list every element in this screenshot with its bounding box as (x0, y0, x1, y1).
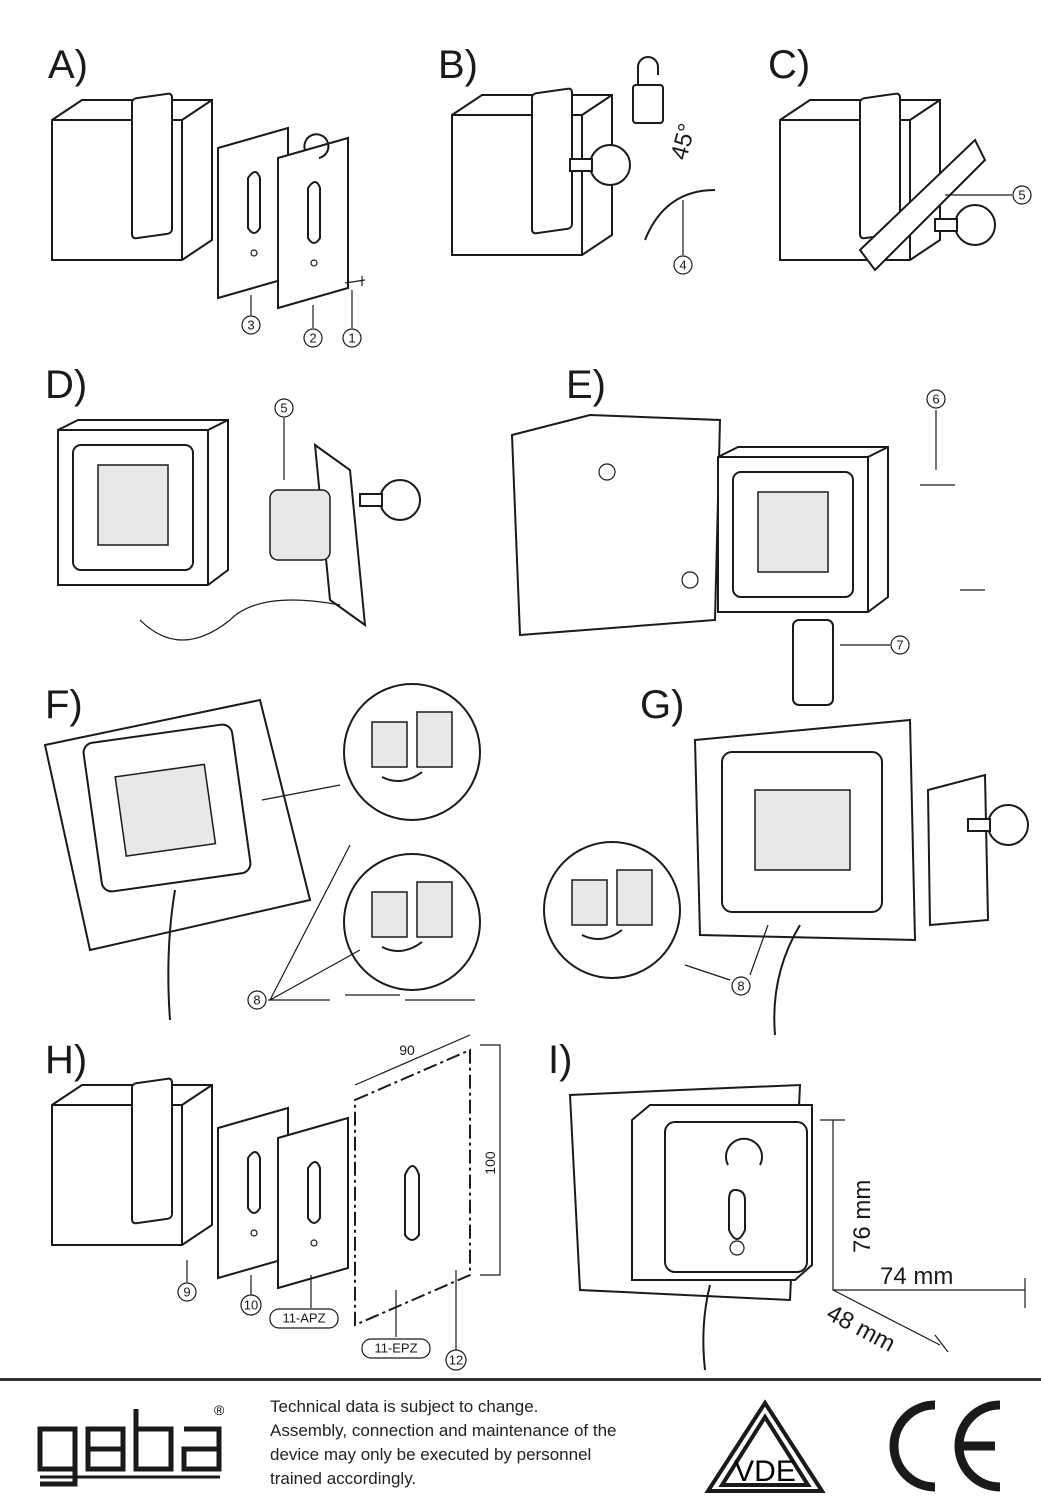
dimension-plate-height: 100 (482, 1151, 498, 1175)
panel-label-i: I) (548, 1038, 572, 1082)
svg-text:VDE: VDE (734, 1455, 796, 1488)
panel-label-e: E) (566, 363, 606, 407)
ce-mark (889, 1400, 1001, 1492)
panel-e-drawing: 6 7 (510, 389, 985, 706)
svg-text:10: 10 (244, 1298, 258, 1313)
svg-text:6: 6 (932, 392, 939, 407)
svg-text:11-EPZ: 11-EPZ (374, 1341, 417, 1356)
callout-5-d: 5 (274, 398, 294, 418)
callout-11-apz: 11-APZ (269, 1308, 339, 1329)
callout-8-g: 8 (731, 976, 751, 996)
svg-text:2: 2 (309, 331, 316, 346)
panel-label-c: C) (768, 43, 810, 87)
notice-line: Assembly, connection and maintenance of … (270, 1421, 617, 1440)
dimension-plate-width: 90 (399, 1042, 415, 1058)
notice-line: device may only be executed by personnel (270, 1445, 592, 1464)
callout-5: 5 (1012, 185, 1032, 205)
dimension-width: 74 mm (880, 1263, 953, 1290)
padlock-icon (632, 84, 664, 124)
angle-label: 45° (666, 121, 701, 163)
callout-3: 3 (241, 315, 261, 335)
svg-text:5: 5 (1018, 188, 1025, 203)
geba-logo: ® (37, 1402, 225, 1487)
assembly-instructions-drawing: A) B) C) D) E) F) G) H) I) 3 2 1 45° 4 5 (43, 43, 1032, 1371)
callout-7: 7 (890, 635, 910, 655)
svg-text:11-APZ: 11-APZ (282, 1311, 325, 1326)
panel-a-drawing: 3 2 1 (51, 92, 366, 348)
footer: ® Technical data is subject to change. A… (0, 1378, 1041, 1503)
callout-2: 2 (303, 328, 323, 348)
notice-text: Technical data is subject to change. Ass… (270, 1395, 617, 1491)
panel-d-drawing: 5 (57, 398, 421, 641)
dimension-depth: 48 mm (822, 1299, 899, 1357)
panel-label-h: H) (45, 1038, 87, 1082)
panel-c-drawing: 5 (779, 92, 1032, 272)
callout-1: 1 (342, 328, 362, 348)
panel-label-f: F) (45, 683, 83, 727)
svg-text:8: 8 (737, 979, 744, 994)
panel-h-drawing: 90 100 9 10 11-APZ 11-EPZ 12 (51, 1034, 501, 1371)
panel-f-drawing: 8 (43, 683, 481, 1021)
callout-8-f: 8 (247, 990, 267, 1010)
callout-9: 9 (177, 1282, 197, 1302)
svg-text:5: 5 (280, 401, 287, 416)
svg-text:4: 4 (679, 258, 686, 273)
notice-line: trained accordingly. (270, 1469, 417, 1488)
svg-text:7: 7 (896, 638, 903, 653)
notice-line: Technical data is subject to change. (270, 1397, 539, 1416)
svg-text:12: 12 (449, 1353, 463, 1368)
registered-mark: ® (214, 1402, 225, 1418)
callout-10: 10 (240, 1294, 262, 1316)
svg-text:8: 8 (253, 993, 260, 1008)
callout-4: 4 (673, 255, 693, 275)
callout-11-epz: 11-EPZ (361, 1338, 431, 1359)
panel-label-g: G) (640, 683, 684, 727)
callout-6: 6 (926, 389, 946, 409)
callout-12: 12 (445, 1349, 467, 1371)
panel-i-drawing: 76 mm 74 mm 48 mm (568, 1083, 1026, 1371)
svg-text:9: 9 (183, 1285, 190, 1300)
svg-text:1: 1 (348, 331, 355, 346)
panel-label-b: B) (438, 43, 478, 87)
panel-g-drawing: 8 (543, 718, 1029, 1036)
vde-mark: VDE (704, 1399, 826, 1493)
dimension-height: 76 mm (849, 1180, 876, 1253)
svg-text:3: 3 (247, 318, 254, 333)
panel-label-d: D) (45, 363, 87, 407)
panel-b-drawing: 45° 4 (451, 56, 716, 275)
panel-label-a: A) (48, 43, 88, 87)
